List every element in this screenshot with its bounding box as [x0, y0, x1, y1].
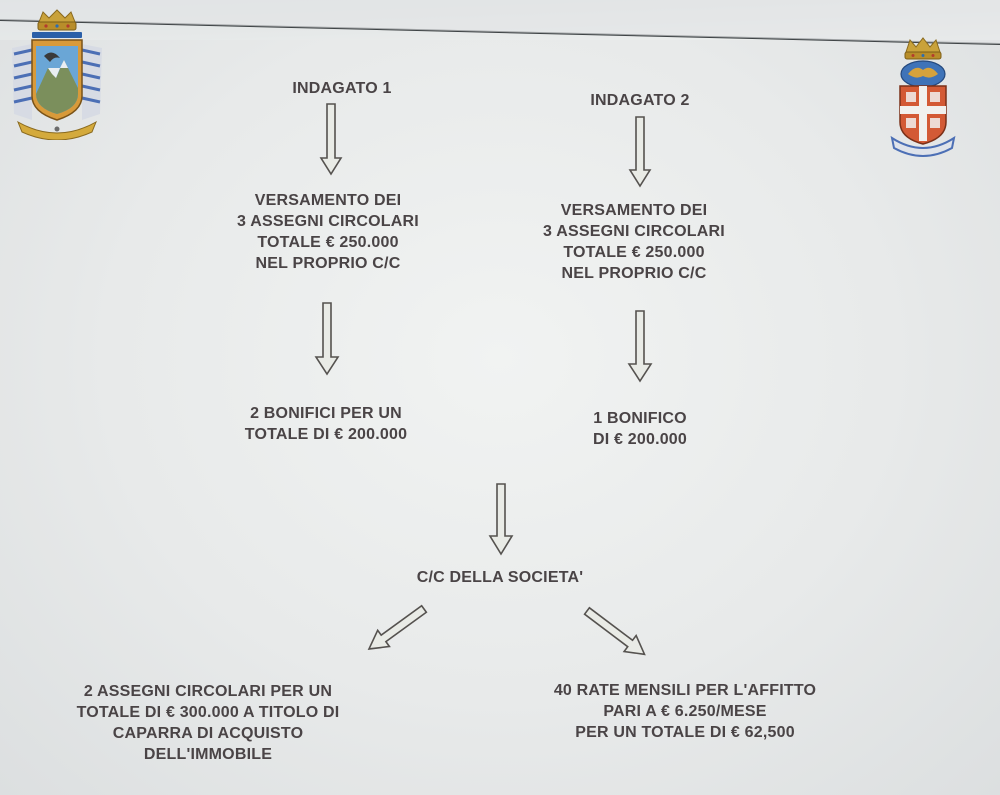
- deposit-line: NEL PROPRIO C/C: [255, 255, 401, 272]
- arrow-diagonal-to-outcome-right: [583, 606, 646, 656]
- arrow-diagonal-to-outcome-left: [367, 604, 428, 650]
- arrow-down-indagato-2-to-deposit: [628, 116, 652, 188]
- guardia-di-finanza-emblem-icon: [12, 9, 102, 140]
- outcome-line: 40 RATE MENSILI PER L'AFFITTO: [553, 682, 817, 699]
- transfer-line: 1 BONIFICO: [593, 410, 687, 427]
- outcome-line: CAPARRA DI ACQUISTO: [112, 725, 304, 742]
- transfer-line: TOTALE DI € 200.000: [244, 426, 408, 443]
- indagato-2-title: INDAGATO 2: [590, 92, 690, 109]
- deposit-line: VERSAMENTO DEI: [560, 202, 708, 219]
- outcome-right-box: 40 RATE MENSILI PER L'AFFITTO PARI A € 6…: [530, 680, 840, 743]
- outcome-line: DELL'IMMOBILE: [143, 746, 273, 763]
- deposit-line: VERSAMENTO DEI: [254, 192, 402, 209]
- outcome-line: PARI A € 6.250/MESE: [603, 703, 767, 720]
- outcome-line: PER UN TOTALE DI € 62,500: [575, 724, 795, 741]
- outcome-line: 2 ASSEGNI CIRCOLARI PER UN: [83, 683, 333, 700]
- company-account-label: C/C DELLA SOCIETA': [416, 569, 584, 586]
- indagato-1-deposit-box: VERSAMENTO DEI 3 ASSEGNI CIRCOLARI TOTAL…: [198, 190, 458, 274]
- deposit-line: 3 ASSEGNI CIRCOLARI: [237, 213, 419, 230]
- transfer-line: DI € 200.000: [592, 431, 688, 448]
- indagato-2-transfer-box: 1 BONIFICO DI € 200.000: [560, 408, 720, 450]
- arrow-down-to-company-account: [488, 483, 514, 556]
- outcome-left-box: 2 ASSEGNI CIRCOLARI PER UN TOTALE DI € 3…: [48, 681, 368, 765]
- arrow-down-deposit-1-to-transfer: [314, 302, 340, 376]
- screen-border-line: [0, 0, 1000, 45]
- outcome-line: TOTALE DI € 300.000 A TITOLO DI: [76, 704, 340, 721]
- deposit-line: TOTALE € 250.000: [257, 234, 399, 251]
- indagato-2-deposit-box: VERSAMENTO DEI 3 ASSEGNI CIRCOLARI TOTAL…: [504, 200, 764, 284]
- deposit-line: TOTALE € 250.000: [563, 244, 705, 261]
- indagato-1-transfer-box: 2 BONIFICI PER UN TOTALE DI € 200.000: [206, 403, 446, 445]
- indagato-1-title: INDAGATO 1: [292, 80, 392, 97]
- carabinieri-emblem-icon: [890, 37, 956, 157]
- transfer-line: 2 BONIFICI PER UN: [250, 405, 402, 422]
- arrow-down-indagato-1-to-deposit: [319, 103, 343, 176]
- deposit-line: 3 ASSEGNI CIRCOLARI: [543, 223, 725, 240]
- deposit-line: NEL PROPRIO C/C: [561, 265, 707, 282]
- arrow-down-deposit-2-to-transfer: [627, 310, 653, 383]
